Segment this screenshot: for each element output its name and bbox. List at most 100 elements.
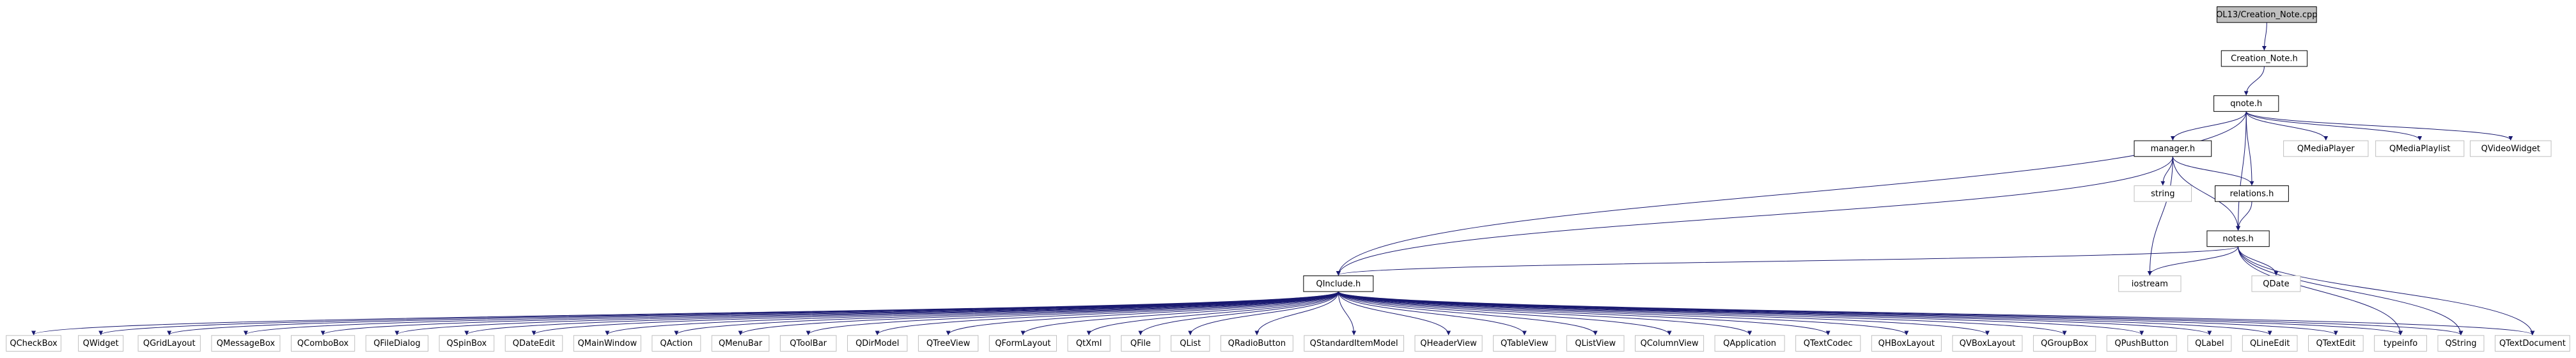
node-box — [917, 335, 979, 352]
node-label: QTextDocument — [2499, 339, 2566, 348]
node-box — [2470, 140, 2552, 157]
edge-qinclude_h-to-qcolumnview — [1338, 291, 1672, 336]
edge-qinclude_h-to-qspinbox — [464, 291, 1339, 336]
node-box — [1493, 335, 1556, 352]
node-box — [1414, 335, 1483, 352]
node-label: QFormLayout — [995, 339, 1050, 348]
node-box — [1795, 335, 1861, 352]
edge-notes_h-to-qstring — [2238, 246, 2463, 336]
node-qinclude-h[interactable]: QInclude.h — [1303, 275, 1374, 292]
node-qstandarditemmodel: QStandardItemModel — [1304, 335, 1405, 352]
edge-qinclude_h-to-qradiobutton — [1254, 292, 1339, 336]
node-qlabel: QLabel — [2187, 335, 2232, 352]
edge-qinclude_h-to-qlist — [1188, 292, 1339, 336]
edge-qinclude_h-to-qheaderview — [1338, 292, 1451, 336]
edge-qinclude_h-to-qdateedit — [531, 291, 1339, 336]
edge-qinclude_h-to-qfiledialog — [394, 291, 1339, 336]
node-label: QMediaPlaylist — [2389, 144, 2450, 153]
node-label: QAction — [660, 339, 692, 348]
node-box — [137, 335, 201, 352]
edge-qinclude_h-to-qmainwindow — [605, 291, 1339, 336]
node-qmediaplayer: QMediaPlayer — [2283, 140, 2369, 157]
node-label: QMenuBar — [719, 339, 763, 348]
node-box — [2494, 335, 2570, 352]
node-manager-h[interactable]: manager.h — [2134, 140, 2212, 157]
node-qapplication: QApplication — [1714, 335, 1785, 352]
edge-qnote_h-to-relations_h — [2245, 111, 2254, 186]
node-box — [2283, 140, 2369, 157]
edge-root-to-creation_note_h — [2261, 22, 2267, 51]
node-root[interactable]: OL13/Creation_Note.cpp — [2216, 6, 2318, 23]
node-label: QList — [1180, 339, 1201, 348]
node-box — [1220, 335, 1293, 352]
node-qlist: QList — [1171, 335, 1210, 352]
node-label: QColumnView — [1641, 339, 1699, 348]
node-qhboxlayout: QHBoxLayout — [1871, 335, 1942, 352]
edge-qinclude_h-to-qlineedit — [1338, 291, 2272, 336]
node-qvideowidget: QVideoWidget — [2470, 140, 2552, 157]
node-label: QToolBar — [790, 339, 827, 348]
node-box — [2308, 335, 2364, 352]
node-label: QMainWindow — [578, 339, 637, 348]
edge-qinclude_h-to-qpushbutton — [1338, 291, 2144, 336]
node-qcolumnview: QColumnView — [1635, 335, 1705, 352]
node-qtextcodec: QTextCodec — [1795, 335, 1861, 352]
node-box — [2216, 6, 2317, 23]
node-qlineedit: QLineEdit — [2242, 335, 2298, 352]
node-qcheckbox: QCheckBox — [6, 335, 61, 352]
edge-qinclude_h-to-qlistview — [1338, 291, 1598, 336]
node-qnote-h[interactable]: qnote.h — [2213, 95, 2279, 112]
edge-relations_h-to-notes_h — [2236, 201, 2252, 231]
node-label: QApplication — [1723, 339, 1776, 348]
node-label: relations.h — [2230, 189, 2274, 199]
edge-qinclude_h-to-qgroupbox — [1338, 291, 2067, 336]
edge-qinclude_h-to-qvboxlayout — [1338, 291, 1990, 336]
node-label: QDateEdit — [513, 339, 555, 348]
edge-qnote_h-to-qinclude_h — [1336, 111, 2247, 276]
edge-qinclude_h-to-qstring — [1338, 291, 2463, 336]
edge-qinclude_h-to-qtableview — [1338, 291, 1527, 336]
node-label: Creation_Note.h — [2231, 54, 2298, 64]
node-box — [573, 335, 641, 352]
node-qheaderview: QHeaderView — [1414, 335, 1483, 352]
edge-manager_h-to-iostream — [2147, 156, 2173, 276]
node-box — [2221, 50, 2308, 67]
node-label: qnote.h — [2230, 99, 2262, 109]
edge-notes_h-to-qinclude_h — [1336, 246, 2239, 276]
edge-qinclude_h-to-qdirmodel — [875, 291, 1339, 336]
node-box — [2118, 275, 2182, 292]
node-qtreeview: QTreeView — [917, 335, 979, 352]
node-qgridlayout: QGridLayout — [137, 335, 201, 352]
node-notes-h[interactable]: notes.h — [2206, 230, 2270, 247]
node-label: notes.h — [2222, 234, 2253, 244]
node-box — [1871, 335, 1942, 352]
node-qgroupbox: QGroupBox — [2033, 335, 2096, 352]
node-qmenubar: QMenuBar — [711, 335, 770, 352]
edge-notes_h-to-typeinfo — [2238, 246, 2403, 336]
node-label: QTextCodec — [1804, 339, 1853, 348]
edge-qinclude_h-to-qtextedit — [1338, 291, 2338, 336]
node-box — [78, 335, 124, 352]
node-qwidget: QWidget — [78, 335, 124, 352]
edge-notes_h-to-qtextdocument — [2238, 246, 2535, 336]
node-box — [988, 335, 1057, 352]
node-box — [2033, 335, 2096, 352]
node-qvboxlayout: QVBoxLayout — [1952, 335, 2023, 352]
edge-qinclude_h-to-qfile — [1138, 291, 1339, 336]
node-qmainwindow: QMainWindow — [573, 335, 641, 352]
edge-qinclude_h-to-qtreeview — [946, 291, 1339, 336]
edge-qinclude_h-to-qformlayout — [1020, 291, 1339, 336]
node-relations-h[interactable]: relations.h — [2215, 185, 2289, 202]
node-creation-note-h[interactable]: Creation_Note.h — [2221, 50, 2308, 67]
node-qfile: QFile — [1121, 335, 1160, 352]
node-label: QtXml — [1076, 339, 1102, 348]
node-box — [2375, 140, 2465, 157]
node-box — [1566, 335, 1625, 352]
node-label: typeinfo — [2384, 339, 2417, 348]
node-qtoolbar: QToolBar — [779, 335, 837, 352]
node-qdate: QDate — [2251, 275, 2301, 292]
node-label: QTableView — [1501, 339, 1549, 348]
edge-qinclude_h-to-qaction — [674, 291, 1339, 336]
edge-qnote_h-to-qmediaplayer — [2245, 111, 2329, 141]
node-box — [1171, 335, 1210, 352]
